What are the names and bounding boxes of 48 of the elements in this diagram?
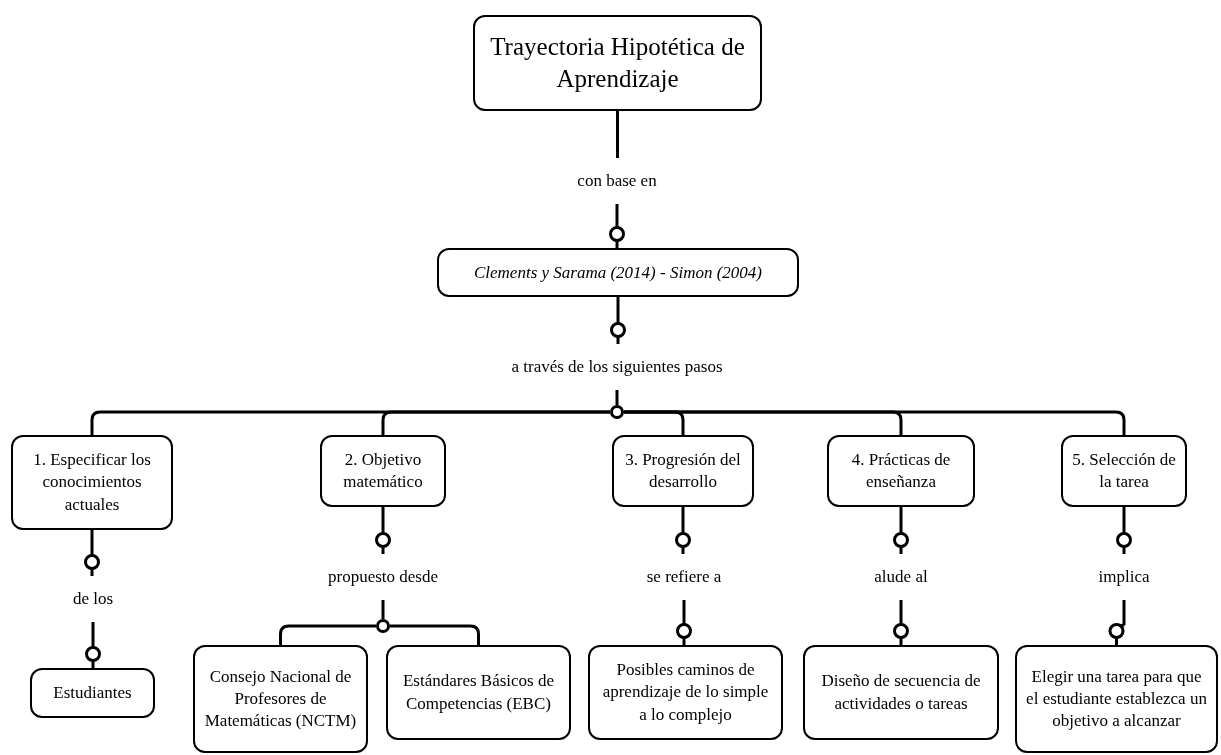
connector-line (375, 507, 391, 554)
concept-box (588, 645, 783, 740)
connector-line (676, 600, 692, 645)
linking-phrase: se refiere a (646, 566, 722, 588)
box-text: Posibles caminos de aprendizaje de lo simple a lo complejo (601, 659, 770, 726)
concept-box (1061, 435, 1187, 507)
box-text: Trayectoria Hipotética de Aprendizaje (489, 31, 746, 94)
box-text: Clements y Sarama (2014) - Simon (2004) (474, 261, 762, 284)
linking-phrase: de los (72, 588, 114, 610)
concept-box (193, 645, 368, 753)
concept-box (827, 435, 975, 507)
connector-line (1108, 600, 1126, 645)
title-box (473, 15, 762, 111)
box-text: Elegir una tarea para que el estudiante establezca un objetivo a alcanzar (1025, 665, 1208, 733)
linking-phrase: implica (1098, 566, 1150, 588)
box-text: 1. Especificar los conocimientos actuales (32, 449, 152, 516)
concept-box (437, 248, 799, 297)
connector-line (381, 410, 610, 435)
connector-line (675, 507, 691, 554)
linking-phrase: a través de los siguientes pasos (511, 356, 723, 378)
connector-line (893, 507, 909, 554)
concept-box (1015, 645, 1218, 753)
box-text: 2. Objetivo matemático (342, 448, 424, 493)
concept-box (30, 668, 155, 718)
connector-line (615, 390, 619, 405)
concept-box (803, 645, 999, 740)
box-text: 4. Prácticas de enseñanza (850, 448, 952, 493)
box-text: Diseño de secuencia de actividades o tareas (820, 670, 982, 715)
box-text: 5. Selección de la tarea (1071, 448, 1177, 493)
box-text: Estudiantes (53, 681, 132, 704)
linking-phrase: con base en (577, 170, 657, 192)
linking-phrase: alude al (874, 566, 928, 588)
linking-phrase: propuesto desde (328, 566, 438, 588)
connector-line (84, 530, 100, 576)
connector-line (381, 600, 385, 619)
concept-box (612, 435, 754, 507)
box-text: 3. Progresión del desarrollo (624, 448, 742, 493)
connector-line (1116, 507, 1132, 554)
box-text: Estándares Básicos de Competencias (EBC) (401, 670, 556, 715)
concept-box (11, 435, 173, 530)
connector-line (610, 297, 626, 344)
box-text: Consejo Nacional de Profesores de Matemáticas (NCTM) (203, 665, 358, 733)
concept-box (320, 435, 446, 507)
concept-box (386, 645, 571, 740)
connector-line (616, 111, 619, 158)
connector-line (609, 204, 625, 248)
connector-line (893, 600, 909, 645)
connector-line (85, 622, 101, 668)
